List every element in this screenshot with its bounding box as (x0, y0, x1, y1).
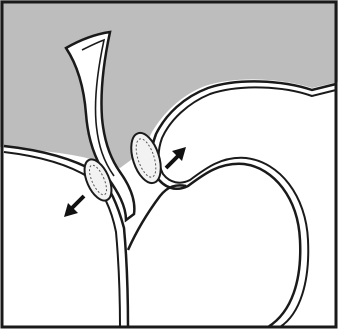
illustration-stage (0, 0, 338, 329)
anatomical-illustration (0, 0, 338, 329)
